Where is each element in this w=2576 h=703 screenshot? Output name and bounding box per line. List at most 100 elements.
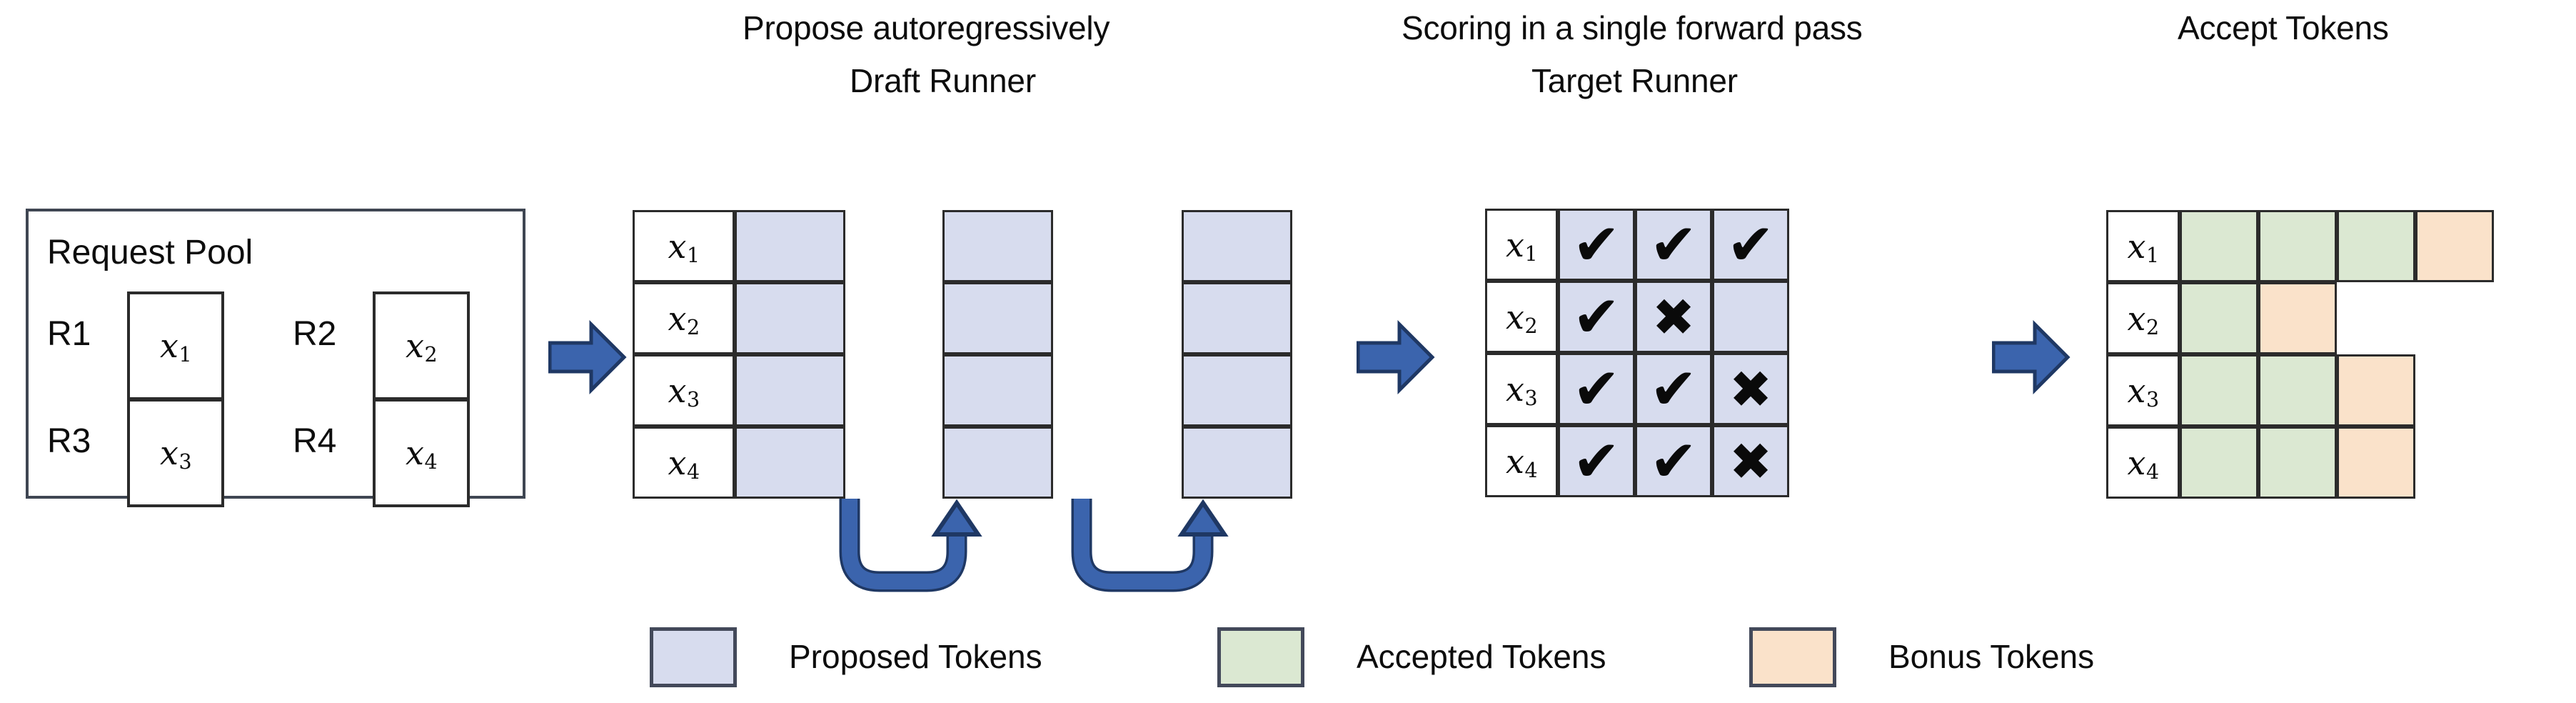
- heading-4: Target Runner: [1531, 62, 1738, 99]
- accept-cell-r2c2-bonus: [2258, 282, 2337, 354]
- arrow-target-to-accept: [1991, 319, 2071, 395]
- target-cell-r2c2-cross: ✖: [1635, 281, 1712, 353]
- legend-accepted-swatch: [1217, 627, 1304, 687]
- draft-cell-draft-step-1-r1: [735, 210, 845, 282]
- draft-cell-draft-step-1-r2: [735, 282, 845, 354]
- target-cell-r2c1-check: ✔: [1558, 281, 1635, 353]
- legend-proposed-label: Proposed Tokens: [789, 638, 1042, 675]
- target-cell-r3c1-check: ✔: [1558, 353, 1635, 425]
- legend-accepted-label: Accepted Tokens: [1357, 638, 1606, 675]
- heading-2: Accept Tokens: [2178, 9, 2389, 46]
- cross-icon: ✖: [1729, 359, 1773, 419]
- target-cell-r4c1-check: ✔: [1558, 425, 1635, 497]
- target-cell-r4c2-check: ✔: [1635, 425, 1712, 497]
- accept-cell-r1c3-accepted: [2337, 210, 2415, 282]
- target-cell-r1c2-check: ✔: [1635, 209, 1712, 281]
- target-cell-r2c3-none: [1712, 281, 1789, 353]
- accept-cell-r3c2-accepted: [2258, 354, 2337, 427]
- check-icon: ✔: [1649, 427, 1698, 494]
- heading-1: Scoring in a single forward pass: [1402, 9, 1863, 46]
- check-icon: ✔: [1726, 211, 1775, 278]
- check-icon: ✔: [1572, 427, 1621, 494]
- accept-cell-r2c1-accepted: [2180, 282, 2258, 354]
- check-icon: ✔: [1649, 211, 1698, 278]
- heading-0: Propose autoregressively: [743, 9, 1110, 46]
- legend-bonus-swatch: [1749, 627, 1836, 687]
- loop-arrow-icon: [1071, 499, 1229, 592]
- request-label-r2: R2: [293, 315, 337, 353]
- target-cell-r4c3-cross: ✖: [1712, 425, 1789, 497]
- request-pool-title: Request Pool: [47, 234, 253, 271]
- right-arrow-icon: [1991, 319, 2071, 395]
- cross-icon: ✖: [1729, 431, 1773, 492]
- draft-cell-draft-step-3-r2: [1182, 282, 1292, 354]
- accept-cell-r4c3-bonus: [2337, 427, 2415, 499]
- draft-cell-draft-step-1-r3: [735, 354, 845, 427]
- legend-proposed-swatch: [650, 627, 737, 687]
- check-icon: ✔: [1572, 283, 1621, 350]
- accept-cell-r1c1-accepted: [2180, 210, 2258, 282]
- draft-cell-draft-step-2-r1: [942, 210, 1053, 282]
- accept-cell-r1c2-accepted: [2258, 210, 2337, 282]
- target-cell-r3c3-cross: ✖: [1712, 353, 1789, 425]
- arrow-pool-to-draft: [548, 319, 627, 395]
- check-icon: ✔: [1572, 355, 1621, 422]
- draft-cell-draft-step-2-r3: [942, 354, 1053, 427]
- check-icon: ✔: [1572, 211, 1621, 278]
- draft-cell-draft-step-2-r4: [942, 427, 1053, 499]
- draft-cell-draft-step-3-r3: [1182, 354, 1292, 427]
- draft-cell-draft-step-3-r4: [1182, 427, 1292, 499]
- target-cell-r1c3-check: ✔: [1712, 209, 1789, 281]
- draft-cell-draft-step-2-r2: [942, 282, 1053, 354]
- arrow-draft-to-target: [1356, 319, 1435, 395]
- accept-cell-r4c2-accepted: [2258, 427, 2337, 499]
- target-cell-r1c1-check: ✔: [1558, 209, 1635, 281]
- heading-3: Draft Runner: [850, 62, 1036, 99]
- request-label-r4: R4: [293, 422, 337, 460]
- right-arrow-icon: [1356, 319, 1435, 395]
- accept-cell-r3c1-accepted: [2180, 354, 2258, 427]
- right-arrow-icon: [548, 319, 627, 395]
- request-label-r3: R3: [47, 422, 91, 460]
- accept-cell-r4c1-accepted: [2180, 427, 2258, 499]
- accept-cell-r1c4-bonus: [2415, 210, 2494, 282]
- cross-icon: ✖: [1651, 286, 1696, 347]
- legend-bonus-label: Bonus Tokens: [1888, 638, 2095, 675]
- request-label-r1: R1: [47, 315, 91, 353]
- draft-cell-draft-step-1-r4: [735, 427, 845, 499]
- check-icon: ✔: [1649, 355, 1698, 422]
- loop-arrow-icon: [839, 499, 982, 592]
- target-cell-r3c2-check: ✔: [1635, 353, 1712, 425]
- draft-cell-draft-step-3-r1: [1182, 210, 1292, 282]
- draft-loop-arrow-2: [1053, 497, 1232, 619]
